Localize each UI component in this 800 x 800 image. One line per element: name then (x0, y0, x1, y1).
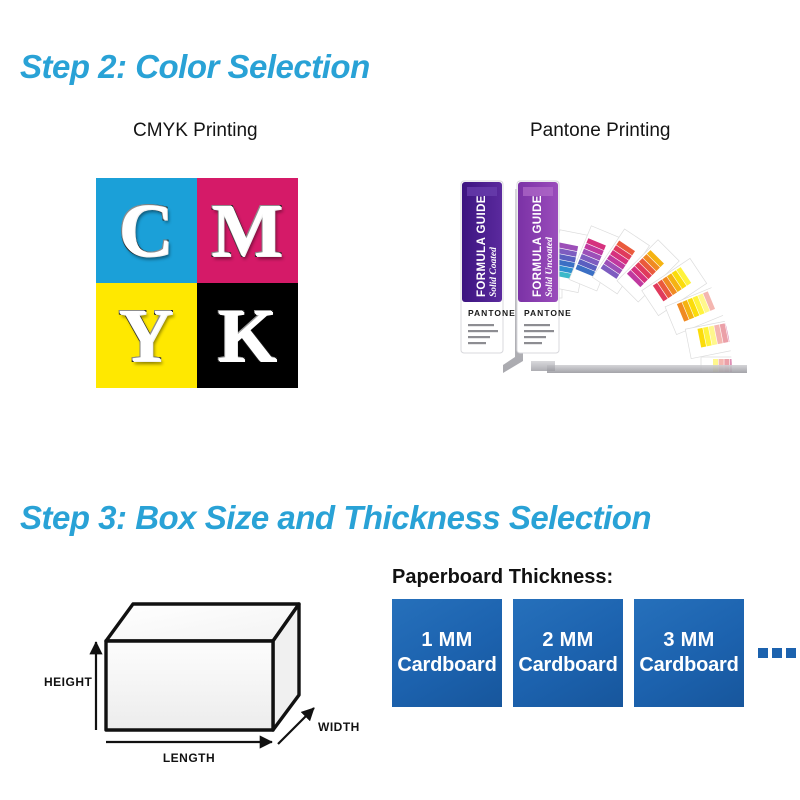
box-dimensions-diagram: HEIGHT LENGTH WIDTH (28, 578, 364, 768)
ellipsis-square (758, 648, 768, 658)
pantone-section-label: Pantone Printing (530, 120, 671, 141)
cmyk-letter-c: C (118, 188, 175, 273)
cmyk-color-grid: C M Y K (96, 178, 298, 388)
paperboard-thickness-title: Paperboard Thickness: (392, 566, 614, 588)
svg-text:FORMULA GUIDE: FORMULA GUIDE (532, 195, 544, 297)
pantone-fan-page (664, 284, 731, 336)
pantone-fan-page (616, 239, 680, 303)
svg-text:Solid Coated: Solid Coated (489, 247, 499, 297)
thickness-material-2mm: Cardboard (518, 654, 618, 676)
svg-text:HEIGHT: HEIGHT (44, 675, 93, 689)
svg-text:LENGTH: LENGTH (163, 751, 215, 765)
ellipsis-square (772, 648, 782, 658)
pantone-fan-page (641, 257, 708, 317)
step-2-heading: Step 2: Color Selection (20, 48, 370, 86)
cmyk-cell-black: K (197, 283, 298, 388)
thickness-material-3mm: Cardboard (639, 654, 739, 676)
thickness-card-1mm[interactable]: 1 MM Cardboard (392, 599, 502, 707)
thickness-value-2mm: 2 MM (542, 629, 594, 651)
cmyk-cell-magenta: M (197, 178, 298, 283)
thickness-card-2mm[interactable]: 2 MM Cardboard (513, 599, 623, 707)
cmyk-letter-m: M (210, 188, 284, 273)
thickness-swatch-row: 1 MM Cardboard 2 MM Cardboard 3 MM Cardb… (392, 599, 796, 707)
cmyk-cell-cyan: C (96, 178, 197, 283)
svg-text:PANTONE: PANTONE (468, 308, 516, 318)
svg-text:PANTONE: PANTONE (524, 308, 572, 318)
step-3-heading: Step 3: Box Size and Thickness Selection (20, 499, 652, 537)
cmyk-letter-y: Y (118, 293, 175, 378)
svg-text:FORMULA GUIDE: FORMULA GUIDE (476, 195, 488, 297)
thickness-card-3mm[interactable]: 3 MM Cardboard (634, 599, 744, 707)
svg-text:Solid Uncoated: Solid Uncoated (545, 237, 555, 297)
thickness-value-3mm: 3 MM (663, 629, 715, 651)
cmyk-letter-k: K (216, 293, 278, 378)
thickness-material-1mm: Cardboard (397, 654, 497, 676)
pantone-fan-deck-image: FORMULA GUIDE Solid Coated PANTONE FORMU… (455, 165, 760, 390)
box-shape (104, 602, 301, 732)
thickness-more-ellipsis-icon (758, 648, 796, 658)
svg-text:WIDTH: WIDTH (318, 720, 360, 734)
pantone-guide-coated: FORMULA GUIDE Solid Coated PANTONE (460, 180, 516, 354)
cmyk-section-label: CMYK Printing (133, 120, 258, 141)
thickness-value-1mm: 1 MM (421, 629, 473, 651)
pantone-fan-page (568, 225, 620, 292)
paperboard-thickness-section: Paperboard Thickness: 1 MM Cardboard 2 M… (392, 566, 796, 707)
ellipsis-square (786, 648, 796, 658)
cmyk-cell-yellow: Y (96, 283, 197, 388)
pantone-guide-uncoated: FORMULA GUIDE Solid Uncoated PANTONE (516, 180, 572, 354)
